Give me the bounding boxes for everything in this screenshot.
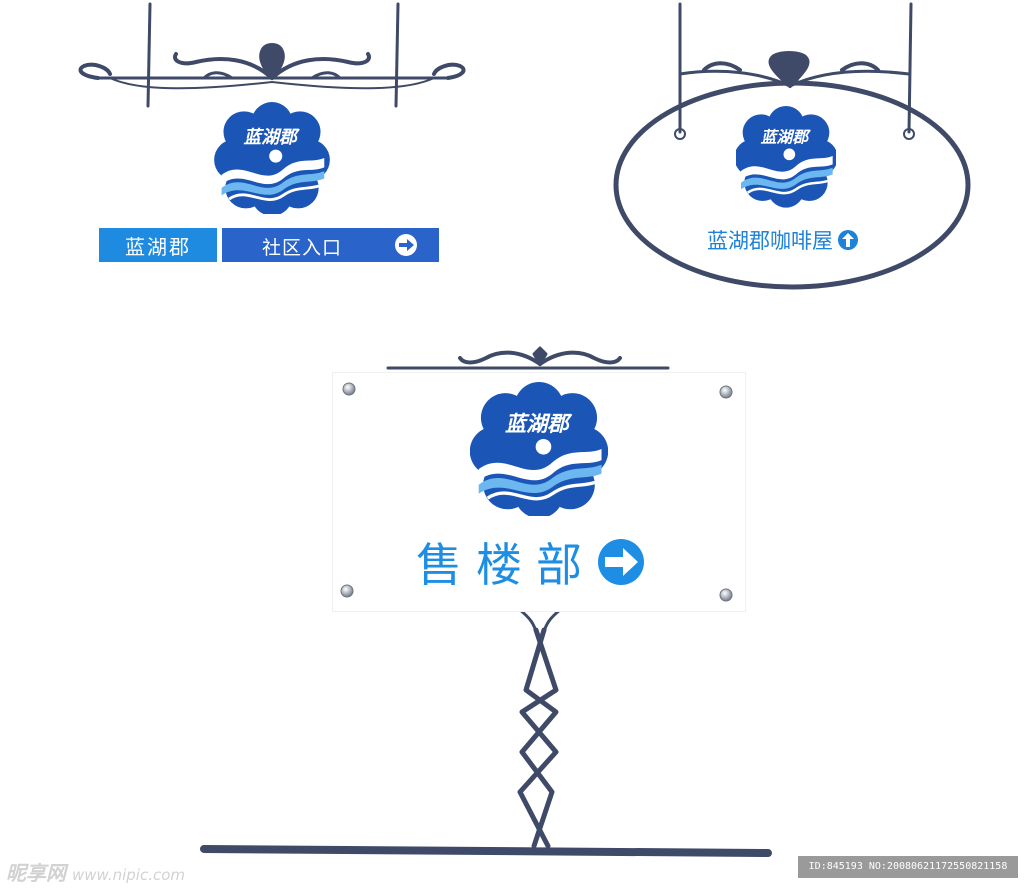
ground-base xyxy=(200,845,772,857)
image-info-badge: ID:845193 NO:20080621172550821158 xyxy=(798,856,1018,878)
community-name-label: 蓝湖郡 xyxy=(125,234,191,259)
hanger-pole-right xyxy=(394,2,400,108)
screw-icon xyxy=(719,588,733,602)
logo-brand-text: 蓝湖郡 xyxy=(244,127,300,148)
entrance-label: 社区入口 xyxy=(262,237,343,259)
logo-brand-text: 蓝湖郡 xyxy=(761,128,812,147)
site-name: 昵享网 xyxy=(6,861,66,885)
site-watermark: 昵享网 www.nipic.com xyxy=(6,857,185,886)
cafe-direction-label: 蓝湖郡咖啡屋 xyxy=(707,224,859,256)
lanhujun-logo: 蓝湖郡 xyxy=(470,382,608,516)
entrance-direction-bar: 社区入口 xyxy=(222,228,439,262)
community-name-bar: 蓝湖郡 xyxy=(99,228,217,262)
sales-office-label-row: 售楼部 xyxy=(416,530,646,594)
arrow-right-circle-icon xyxy=(598,539,644,585)
oval-sign-frame xyxy=(613,80,971,290)
cafe-label: 蓝湖郡咖啡屋 xyxy=(707,229,833,253)
arrow-up-circle-icon xyxy=(838,230,858,250)
screw-icon xyxy=(342,382,356,396)
logo-brand-text: 蓝湖郡 xyxy=(505,412,572,437)
hanger-pole-left xyxy=(146,2,152,108)
lanhujun-logo: 蓝湖郡 xyxy=(736,106,836,208)
screw-icon xyxy=(340,584,354,598)
arrow-right-circle-icon xyxy=(395,234,417,256)
screw-icon xyxy=(719,385,733,399)
sales-office-label: 售楼部 xyxy=(416,538,596,592)
lanhujun-logo: 蓝湖郡 xyxy=(214,102,330,214)
site-url: www.nipic.com xyxy=(72,866,186,884)
